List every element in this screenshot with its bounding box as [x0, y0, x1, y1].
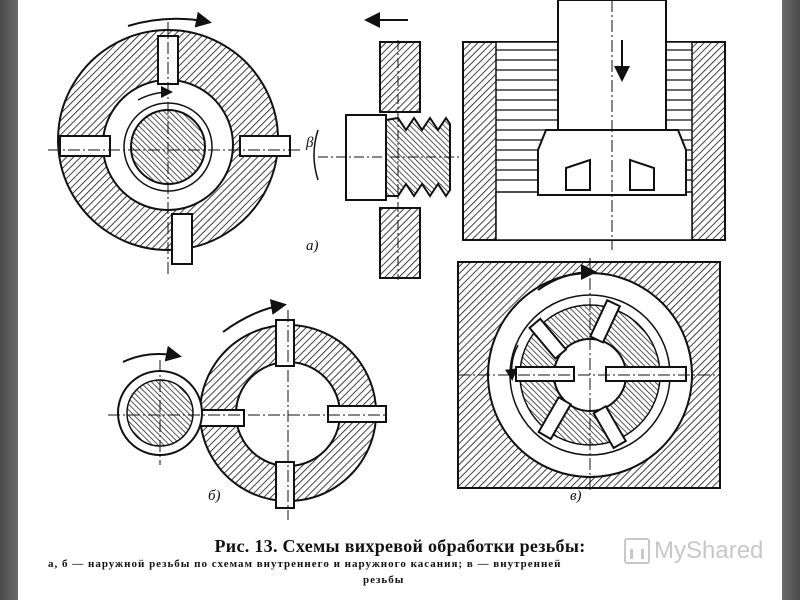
figure-a [48, 11, 303, 275]
figure-v-top [462, 0, 726, 250]
presentation-icon [624, 538, 650, 564]
right-frame [782, 0, 800, 600]
label-beta: β [306, 135, 314, 151]
technical-drawing [48, 0, 726, 520]
watermark-text: MyShared [654, 537, 764, 564]
figure-v-bottom [457, 258, 721, 492]
label-v: в) [570, 488, 582, 504]
figure-caption-title: Рис. 13. Схемы вихревой обработки резьбы… [214, 536, 586, 556]
slide: а) β б) в) Рис. 13. Схемы вихревой обраб… [18, 0, 782, 600]
left-frame [0, 0, 18, 600]
figure-a-side [313, 12, 468, 280]
figure-b [108, 299, 388, 520]
label-b: б) [208, 488, 221, 504]
figure-caption-body: а, б — наружной резьбы по схемам внутрен… [48, 558, 562, 570]
watermark: MyShared [624, 537, 763, 565]
figure-caption-body-tail: резьбы [363, 574, 405, 586]
label-a: а) [306, 238, 319, 254]
